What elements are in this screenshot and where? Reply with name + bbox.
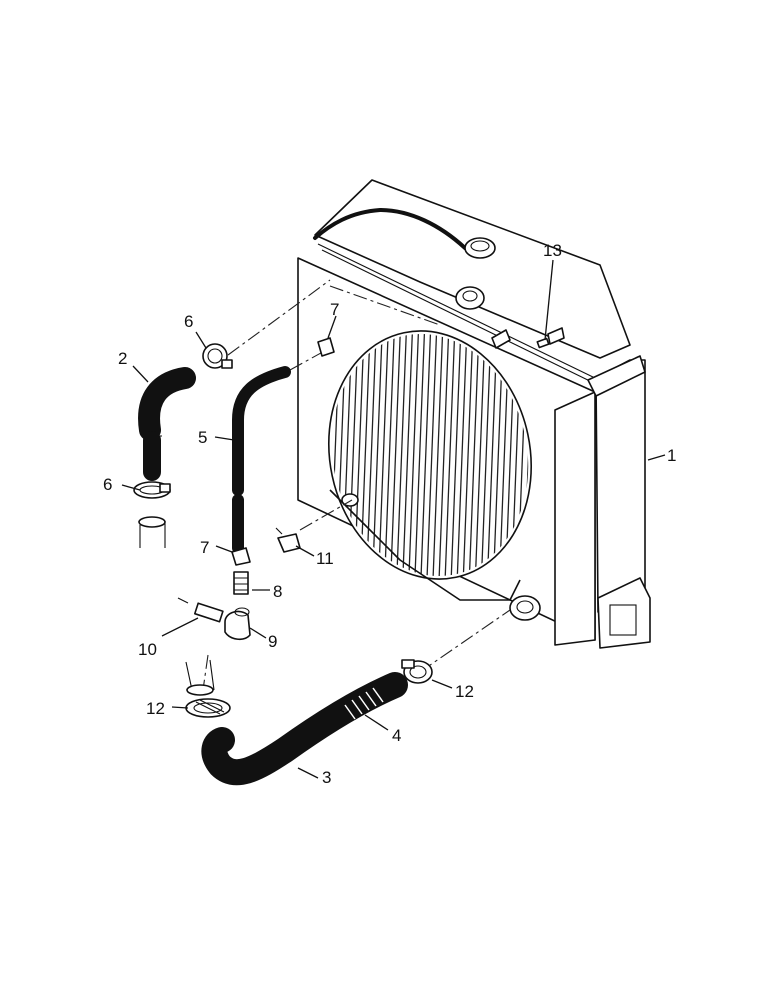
callout-11: 11 xyxy=(316,549,334,568)
callout-7b: 7 xyxy=(200,538,209,557)
callout-4: 4 xyxy=(392,726,401,745)
upper-outlet-neck xyxy=(455,286,485,310)
hose-clamp-lower xyxy=(133,481,171,499)
upper-mount-bracket xyxy=(587,355,646,397)
upper-elbow-hose xyxy=(138,367,196,481)
lower-mount-bracket xyxy=(597,577,651,649)
hose-clamp-upper xyxy=(202,343,233,369)
callout-2: 2 xyxy=(118,349,127,368)
engine-pipe-stub xyxy=(138,516,166,548)
leader-lines xyxy=(121,259,666,779)
hose-clip-upper xyxy=(317,337,335,357)
callout-10: 10 xyxy=(138,640,157,659)
nipple-fitting xyxy=(177,597,224,623)
overflow-tube xyxy=(313,208,467,250)
callout-1: 1 xyxy=(667,446,676,465)
callout-9: 9 xyxy=(268,632,277,651)
callout-labels: 1 2 3 4 5 6 6 7 7 8 9 10 11 12 12 13 xyxy=(103,241,676,787)
cap-bolt xyxy=(536,337,550,349)
callout-6b: 6 xyxy=(103,475,112,494)
callout-12b: 12 xyxy=(455,682,474,701)
callout-13: 13 xyxy=(543,241,562,260)
callout-3: 3 xyxy=(322,768,331,787)
callout-8: 8 xyxy=(273,582,282,601)
callout-5: 5 xyxy=(198,428,207,447)
callout-6a: 6 xyxy=(184,312,193,331)
elbow-fitting xyxy=(224,607,251,641)
radiator-shroud-side xyxy=(554,391,596,646)
radiator-top-tank xyxy=(314,179,631,359)
drain-cock xyxy=(275,527,301,553)
radiator-assembly xyxy=(297,179,651,649)
lower-hose xyxy=(201,672,408,786)
hose-clamp-radiator-lower xyxy=(401,659,433,684)
lower-outlet-neck xyxy=(509,595,541,621)
callout-12a: 12 xyxy=(146,699,165,718)
hose-spring-insert xyxy=(344,687,384,720)
hose-clamp-engine-lower xyxy=(185,698,231,718)
engine-outlet-stub xyxy=(185,659,215,696)
radiator-side-rear xyxy=(595,359,646,613)
hose-clip-lower xyxy=(231,547,251,566)
callout-7a: 7 xyxy=(330,300,339,319)
long-bypass-hose xyxy=(232,366,291,554)
radiator-core-fins xyxy=(322,315,534,595)
connector-fitting xyxy=(233,571,249,595)
